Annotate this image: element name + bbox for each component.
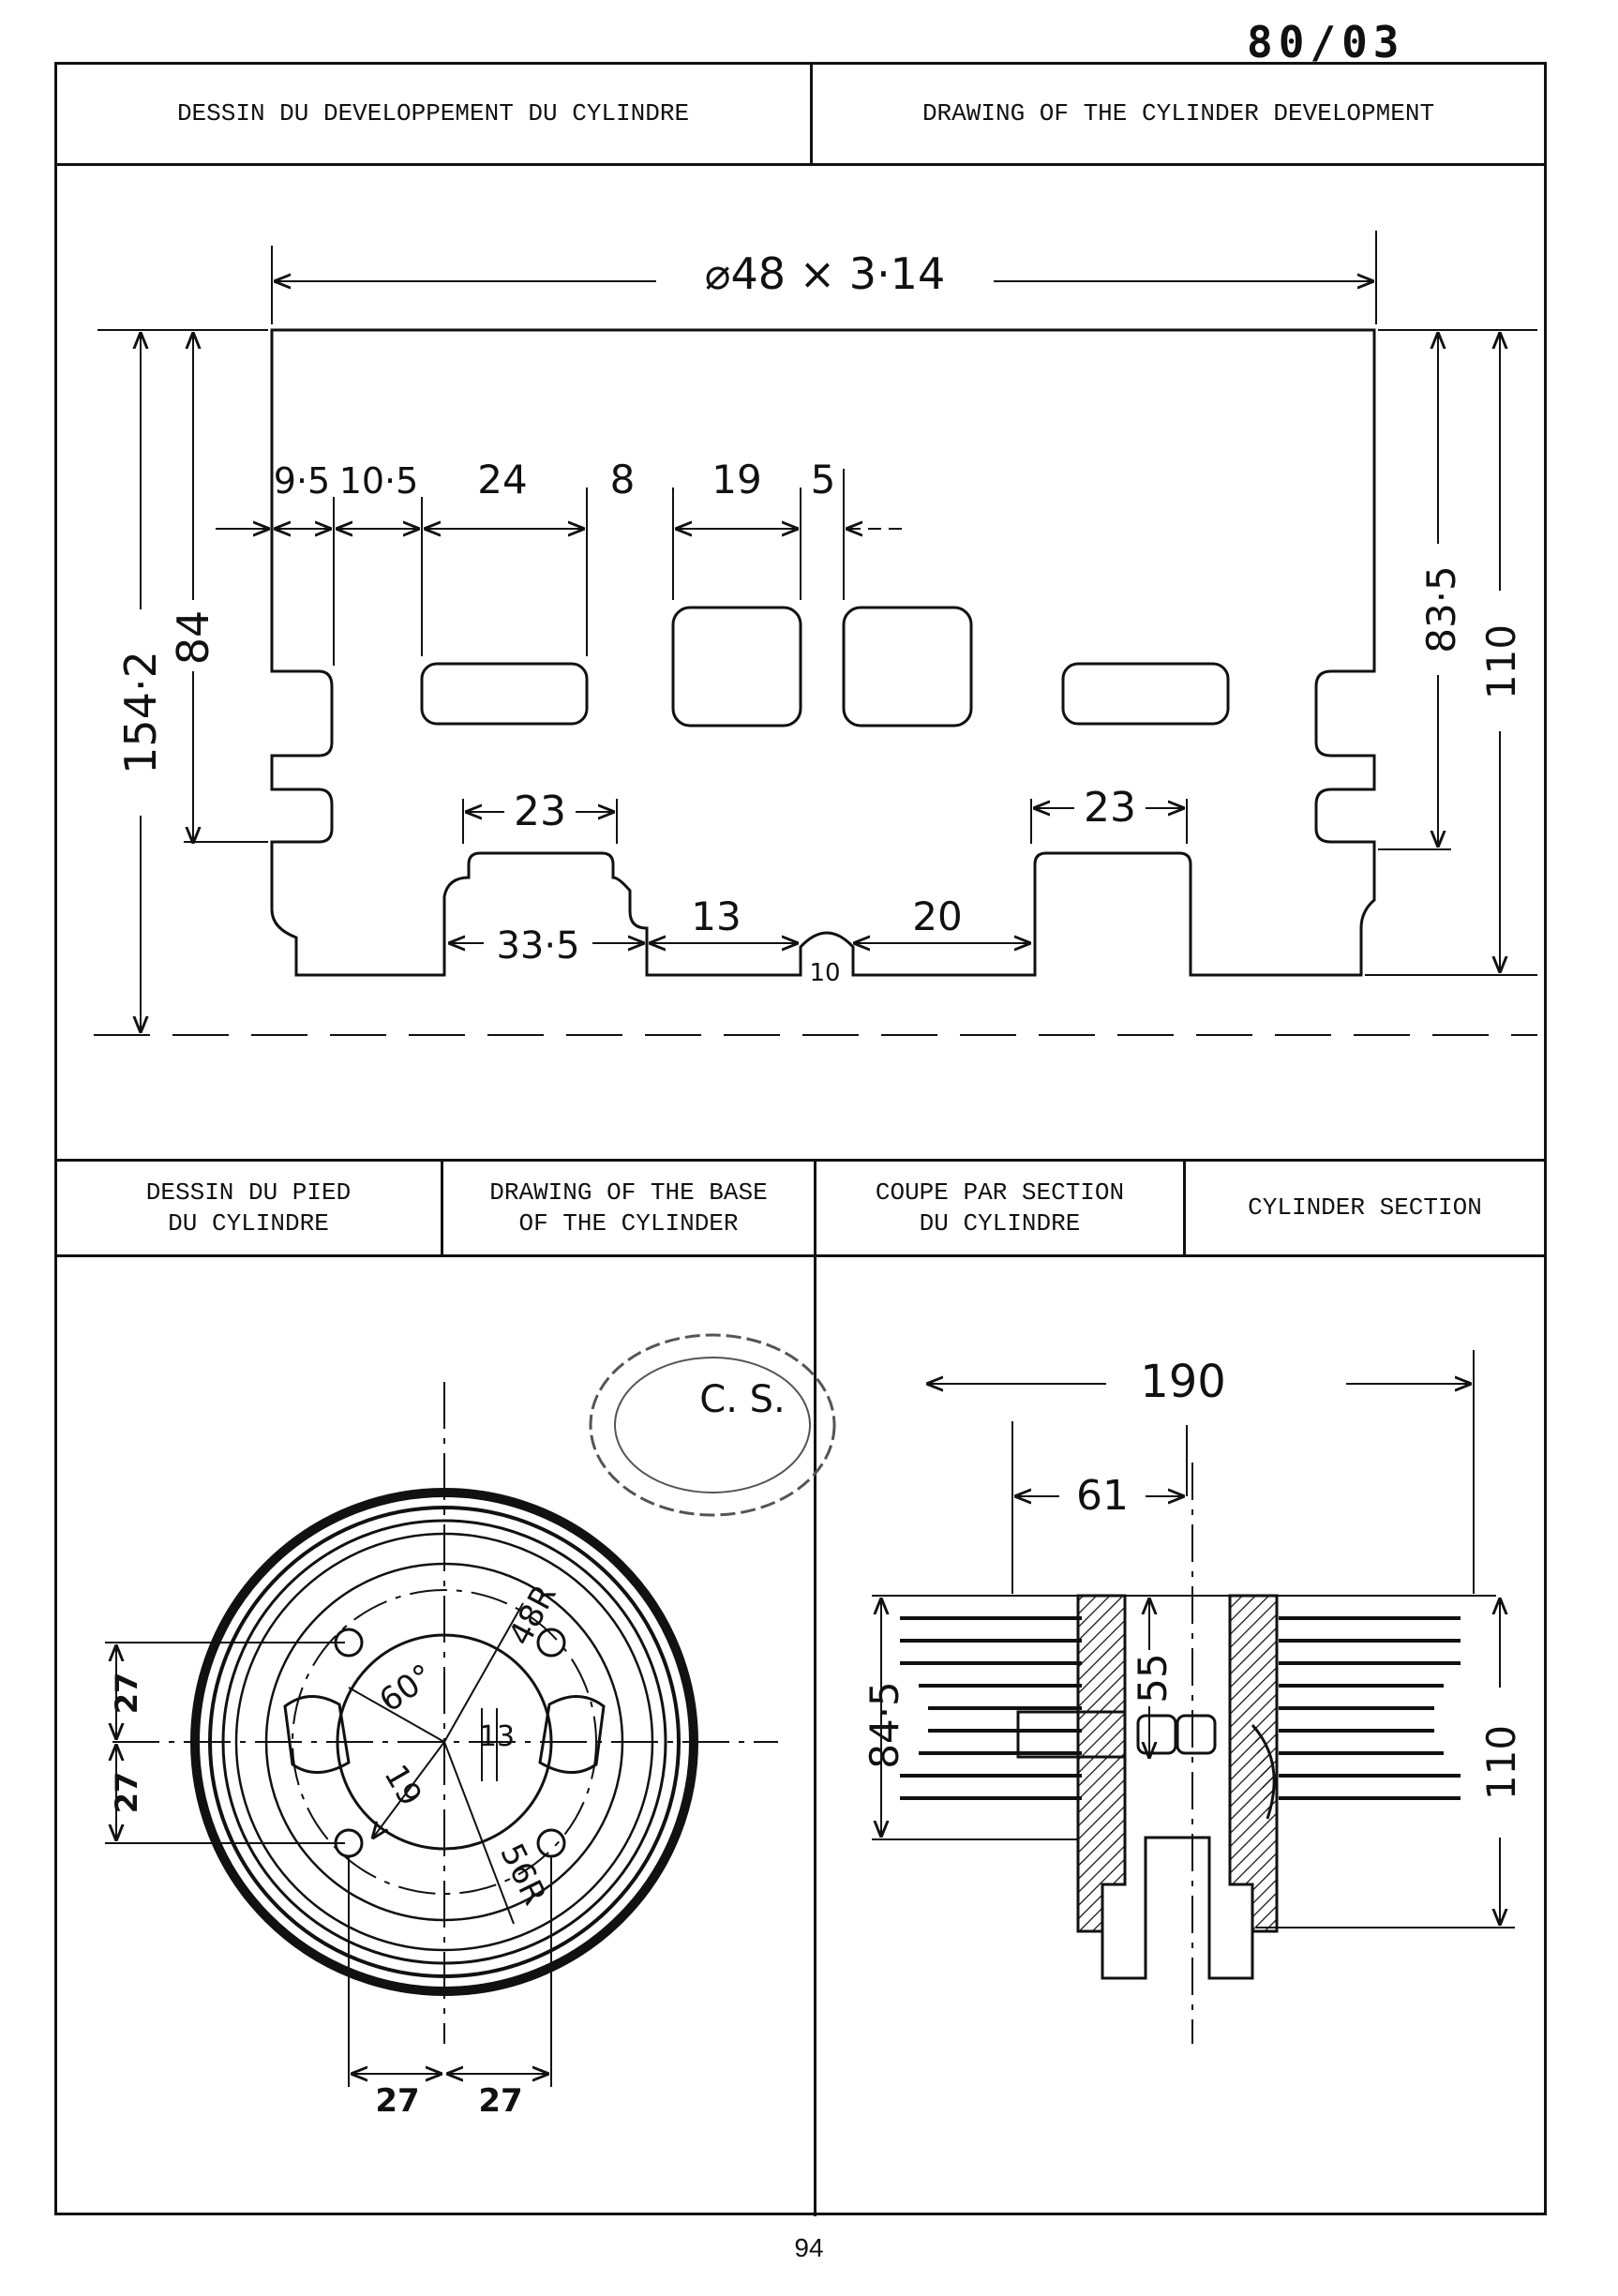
dim-offset-19: 19 <box>712 457 761 503</box>
dim-left-27-top: 27 <box>109 1673 144 1715</box>
dim-bottom-27-right: 27 <box>478 2082 522 2120</box>
port-3 <box>842 606 973 728</box>
stud-2 <box>536 1628 566 1658</box>
header-development-fr: DESSIN DU DEVELOPPEMENT DU CYLINDRE <box>176 99 690 128</box>
dim-110-section: 110 <box>1478 1725 1524 1800</box>
dim-height-83-5: 83·5 <box>1418 565 1464 653</box>
dim-circumference: ⌀48 × 3·14 <box>705 248 945 299</box>
dim-bottom-20: 20 <box>912 893 962 939</box>
dim-61: 61 <box>1076 1472 1129 1520</box>
dim-offset-10-5: 10·5 <box>339 460 419 502</box>
base-port-left <box>283 1695 351 1774</box>
dim-13: 13 <box>479 1720 515 1753</box>
development-dimension-lines <box>94 231 1537 1036</box>
header-development-en: DRAWING OF THE CYLINDER DEVELOPMENT <box>921 99 1435 128</box>
dim-notch-10: 10 <box>809 959 840 987</box>
section-fins-left <box>900 1616 1082 1800</box>
mid-split-left <box>441 1159 443 1256</box>
dim-offset-5: 5 <box>811 457 836 503</box>
dim-offset-9-5: 9·5 <box>274 460 330 502</box>
dim-bottom-33-5: 33·5 <box>496 924 579 968</box>
drawing-frame <box>54 62 1547 2215</box>
stamp-text: C. S. <box>699 1378 785 1421</box>
dim-cutout-left: 23 <box>514 788 566 835</box>
development-labels: ⌀48 × 3·14 9·5 10·5 24 8 19 5 154·2 84 8… <box>115 248 1524 987</box>
dim-bottom-13: 13 <box>691 893 741 939</box>
section-labels: 190 61 55 84·5 110 <box>861 1356 1524 1800</box>
header-base-fr: DESSIN DU PIED DU CYLINDRE <box>145 1178 352 1238</box>
cylinder-development-drawing <box>270 328 1376 977</box>
dim-r56: 56R <box>492 1838 553 1911</box>
header-section-fr: COUPE PAR SECTION DU CYLINDRE <box>875 1178 1125 1238</box>
base-port-right <box>538 1695 606 1774</box>
header-top-divider <box>54 163 1547 166</box>
section-fins-right <box>1279 1616 1461 1800</box>
stamp: C. S. <box>589 1333 836 1517</box>
dim-offset-8: 8 <box>610 457 636 503</box>
dim-84-5: 84·5 <box>861 1681 907 1769</box>
port-4 <box>1061 662 1230 726</box>
header-section-en: CYLINDER SECTION <box>1248 1193 1482 1223</box>
page-reference: 80/03 <box>1247 17 1405 68</box>
header-base-en: DRAWING OF THE BASE OF THE CYLINDER <box>489 1178 768 1238</box>
dim-bottom-27-left: 27 <box>375 2082 419 2120</box>
dim-angle-60: 60° <box>373 1657 441 1719</box>
dim-offset-24: 24 <box>477 457 527 503</box>
dim-left-27-bottom: 27 <box>109 1772 144 1814</box>
mid-split-right <box>1183 1159 1186 1256</box>
dim-190: 190 <box>1140 1356 1226 1408</box>
page-number: 94 <box>794 2233 824 2262</box>
dim-height-total: 154·2 <box>115 651 166 774</box>
dim-55: 55 <box>1130 1653 1176 1703</box>
stud-4 <box>536 1828 566 1858</box>
dim-r48: 48R <box>502 1579 564 1652</box>
port-1 <box>420 662 589 726</box>
dim-height-84: 84 <box>168 610 218 666</box>
mid-split-center <box>814 1159 816 2216</box>
port-2 <box>671 606 802 728</box>
header-top-split <box>810 62 813 165</box>
mid-header-top <box>54 1159 1547 1162</box>
section-wall-left <box>1076 1594 1127 1933</box>
dim-height-110: 110 <box>1478 624 1524 699</box>
cylinder-base-drawing <box>105 1382 778 2087</box>
cylinder-section-drawing <box>872 1350 1515 2044</box>
dim-cutout-right: 23 <box>1084 784 1136 832</box>
dim-19: 19 <box>376 1759 428 1812</box>
development-outline <box>270 328 1376 977</box>
mid-header-bottom <box>54 1254 1547 1257</box>
